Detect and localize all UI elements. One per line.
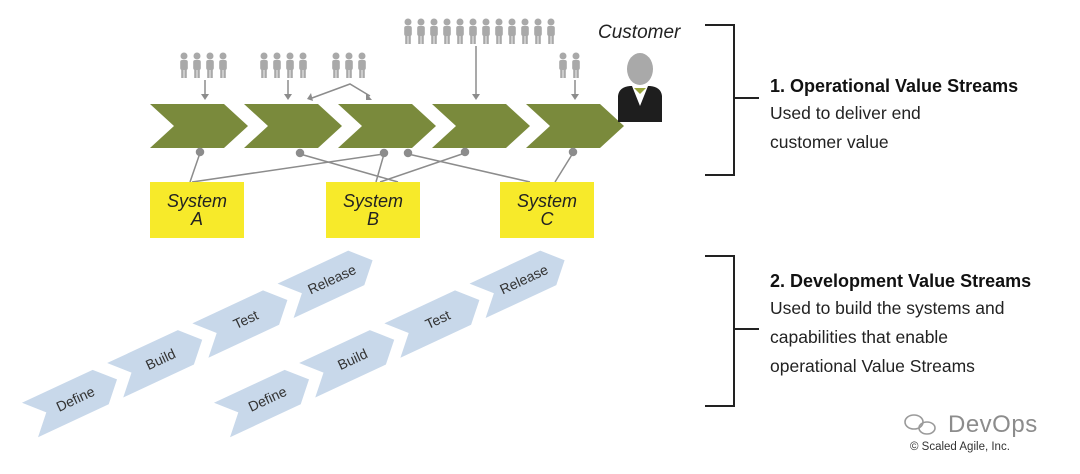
dev-stream-row-2 <box>213 250 565 438</box>
ops-chevron-1 <box>150 104 248 148</box>
dev-row2-build <box>299 330 395 398</box>
people-group-1 <box>180 52 227 78</box>
operational-desc-line-2: customer value <box>770 132 889 152</box>
ops-chevron-4 <box>432 104 530 148</box>
dev-row1-define <box>21 369 118 438</box>
system-b-box: System B <box>326 182 420 238</box>
dev-row1-build <box>107 330 203 398</box>
people-group-3 <box>332 52 366 78</box>
operational-brace <box>705 24 735 176</box>
system-connectors <box>189 147 578 183</box>
development-desc-line-2: capabilities that enable <box>770 327 949 347</box>
system-b-line2: B <box>366 209 379 229</box>
operational-brace-tick <box>735 97 759 99</box>
system-c-line1: System <box>516 191 577 211</box>
system-a-box: System A <box>150 182 244 238</box>
development-stream-description: Used to build the systems and capabiliti… <box>770 294 1031 381</box>
ops-chevron-5 <box>526 104 624 148</box>
operational-stream-description: Used to deliver end customer value <box>770 99 1018 157</box>
development-desc-line-1: Used to build the systems and <box>770 298 1005 318</box>
watermark-text: DevOps <box>948 411 1038 438</box>
system-c-line2: C <box>540 209 554 229</box>
people-group-4 <box>404 18 555 44</box>
people-group-2 <box>260 52 307 78</box>
demand-arrows <box>201 46 579 101</box>
system-c-box: System C <box>500 182 594 238</box>
system-a-line2: A <box>190 209 203 229</box>
system-a-line1: System <box>166 191 227 211</box>
dev-row1-release <box>277 250 373 319</box>
ops-chevron-3 <box>338 104 436 148</box>
operational-stream-text: 1. Operational Value Streams Used to del… <box>770 76 1018 157</box>
development-stream-text: 2. Development Value Streams Used to bui… <box>770 271 1031 381</box>
ops-chevron-2 <box>244 104 342 148</box>
customer-label: Customer <box>598 22 681 43</box>
dev-row2-release <box>469 250 565 319</box>
dev-row2-define <box>213 369 310 438</box>
system-b-line1: System <box>342 191 403 211</box>
operational-stream-title: 1. Operational Value Streams <box>770 76 1019 96</box>
development-stream-title: 2. Development Value Streams <box>770 271 1032 291</box>
development-desc-line-3: operational Value Streams <box>770 356 975 376</box>
operational-stream <box>150 104 624 148</box>
dev-row2-test <box>384 290 480 358</box>
development-brace <box>705 255 735 407</box>
customer-icon <box>618 53 662 122</box>
dev-row1-test <box>192 290 288 358</box>
people-group-5 <box>559 52 580 78</box>
wechat-icon <box>904 414 936 435</box>
dev-stream-row-1 <box>21 250 373 438</box>
operational-desc-line-1: Used to deliver end <box>770 103 921 123</box>
copyright-text: © Scaled Agile, Inc. <box>910 441 1010 453</box>
development-brace-tick <box>735 328 759 330</box>
